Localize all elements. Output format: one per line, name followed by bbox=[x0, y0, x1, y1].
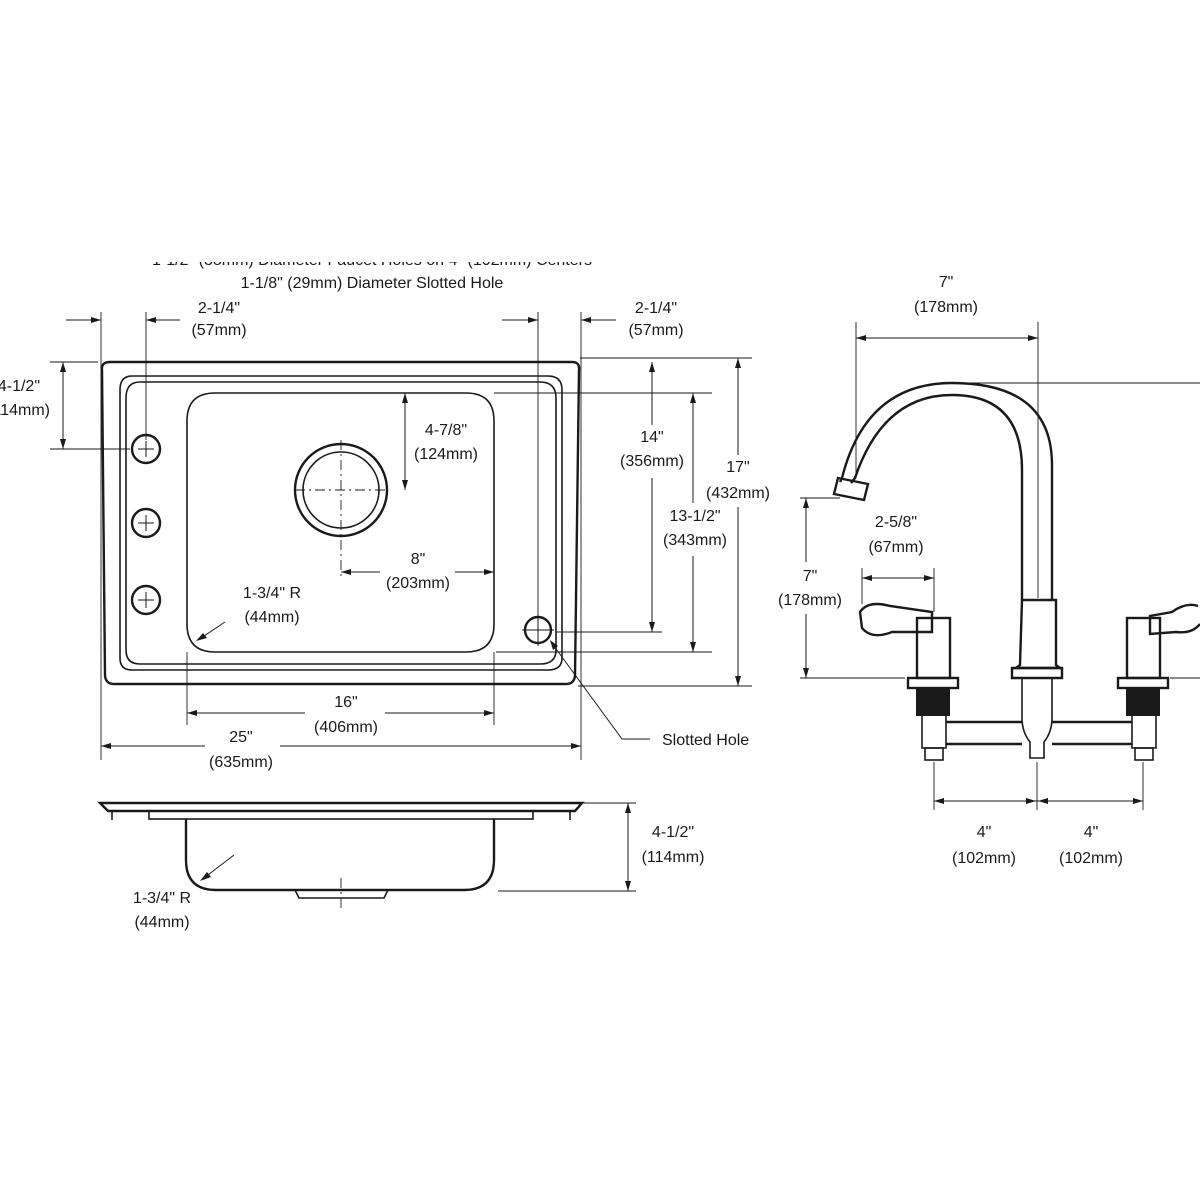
hole-from-top-in: 4-1/2" bbox=[0, 378, 40, 395]
spout-aerator bbox=[832, 476, 870, 502]
faucet-dimensions bbox=[800, 322, 1200, 810]
left-offset-mm: (57mm) bbox=[191, 322, 246, 339]
drain-from-top-mm: (124mm) bbox=[414, 446, 478, 463]
slotted-hole bbox=[522, 614, 554, 646]
slotted-hole-callout: Slotted Hole bbox=[662, 732, 749, 749]
overall-width-mm: (635mm) bbox=[209, 754, 273, 771]
overall-front-in: 17" bbox=[726, 459, 749, 476]
drain-from-top-in: 4-7/8" bbox=[425, 422, 467, 439]
faucet-assembly bbox=[832, 381, 1200, 761]
sink-side-bowl bbox=[184, 819, 496, 892]
handle-width-mm: (67mm) bbox=[868, 539, 923, 556]
sink-side-view bbox=[97, 801, 636, 910]
left-valve-end bbox=[924, 747, 944, 761]
right-valve-end bbox=[1134, 747, 1154, 761]
hole-from-top-mm: (114mm) bbox=[0, 402, 50, 419]
spout-reach-mm: (178mm) bbox=[914, 299, 978, 316]
right-handle-lever bbox=[1148, 603, 1200, 636]
spout-base bbox=[1010, 666, 1064, 680]
corner-radius-top-mm: (44mm) bbox=[244, 609, 299, 626]
bowl-depth-in: 4-1/2" bbox=[652, 824, 694, 841]
right-valve-thread bbox=[1126, 688, 1160, 716]
right-handle-nut bbox=[1116, 676, 1170, 690]
note-clip-mask bbox=[0, 244, 700, 262]
right-valve-stem bbox=[1131, 716, 1157, 749]
spout-outer bbox=[850, 393, 1024, 600]
drain-offset-in: 8" bbox=[411, 551, 426, 568]
bowl-depth-h-mm: (343mm) bbox=[663, 532, 727, 549]
spout-body bbox=[1012, 598, 1064, 670]
bowl-depth-mm: (114mm) bbox=[642, 849, 705, 866]
top-view-dimensions bbox=[50, 312, 752, 760]
sink-side-flange bbox=[148, 810, 534, 820]
faucet-hole-3 bbox=[130, 584, 162, 616]
sink-bowl bbox=[186, 392, 495, 653]
bowl-width-in: 16" bbox=[334, 694, 357, 711]
spout-height-in: 7" bbox=[803, 568, 818, 585]
overall-width-in: 25" bbox=[229, 729, 252, 746]
corner-radius-side-in: 1-3/4" R bbox=[133, 890, 191, 907]
sink-deck-edge bbox=[119, 375, 563, 671]
drain-offset-mm: (203mm) bbox=[386, 575, 450, 592]
bowl-length-in: 14" bbox=[640, 429, 663, 446]
center-right-in: 4" bbox=[1084, 824, 1099, 841]
sink-top-view bbox=[100, 360, 581, 686]
slotted-hole-note: 1-1/8" (29mm) Diameter Slotted Hole bbox=[241, 275, 504, 292]
center-right-mm: (102mm) bbox=[1059, 850, 1123, 867]
bowl-width-mm: (406mm) bbox=[314, 719, 378, 736]
spout-shank bbox=[1021, 678, 1053, 759]
sink-side-rim bbox=[97, 801, 585, 813]
bowl-depth-h-in: 13-1/2" bbox=[669, 508, 720, 525]
left-handle-body bbox=[915, 616, 952, 680]
overall-front-mm: (432mm) bbox=[706, 485, 770, 502]
right-offset-mm: (57mm) bbox=[628, 322, 683, 339]
spout-inner bbox=[838, 381, 1054, 600]
handle-width-in: 2-5/8" bbox=[875, 514, 917, 531]
sink-outer-rim bbox=[100, 360, 581, 686]
left-valve-thread bbox=[916, 688, 950, 716]
center-left-mm: (102mm) bbox=[952, 850, 1016, 867]
spout-reach-in: 7" bbox=[939, 274, 954, 291]
left-handle-nut bbox=[906, 676, 960, 690]
corner-radius-top-in: 1-3/4" R bbox=[243, 585, 301, 602]
bowl-length-mm: (356mm) bbox=[620, 453, 684, 470]
center-left-in: 4" bbox=[977, 824, 992, 841]
corner-radius-side-mm: (44mm) bbox=[134, 914, 189, 931]
spout-height-mm: (178mm) bbox=[778, 592, 842, 609]
sink-side-drain bbox=[294, 889, 389, 899]
right-offset-in: 2-1/4" bbox=[635, 300, 677, 317]
left-handle-lever bbox=[858, 602, 934, 637]
sink-deck-inner bbox=[125, 381, 557, 665]
left-offset-in: 2-1/4" bbox=[198, 300, 240, 317]
left-valve-stem bbox=[921, 716, 947, 749]
faucet-hole-2 bbox=[130, 507, 162, 539]
right-handle-body bbox=[1125, 616, 1162, 680]
